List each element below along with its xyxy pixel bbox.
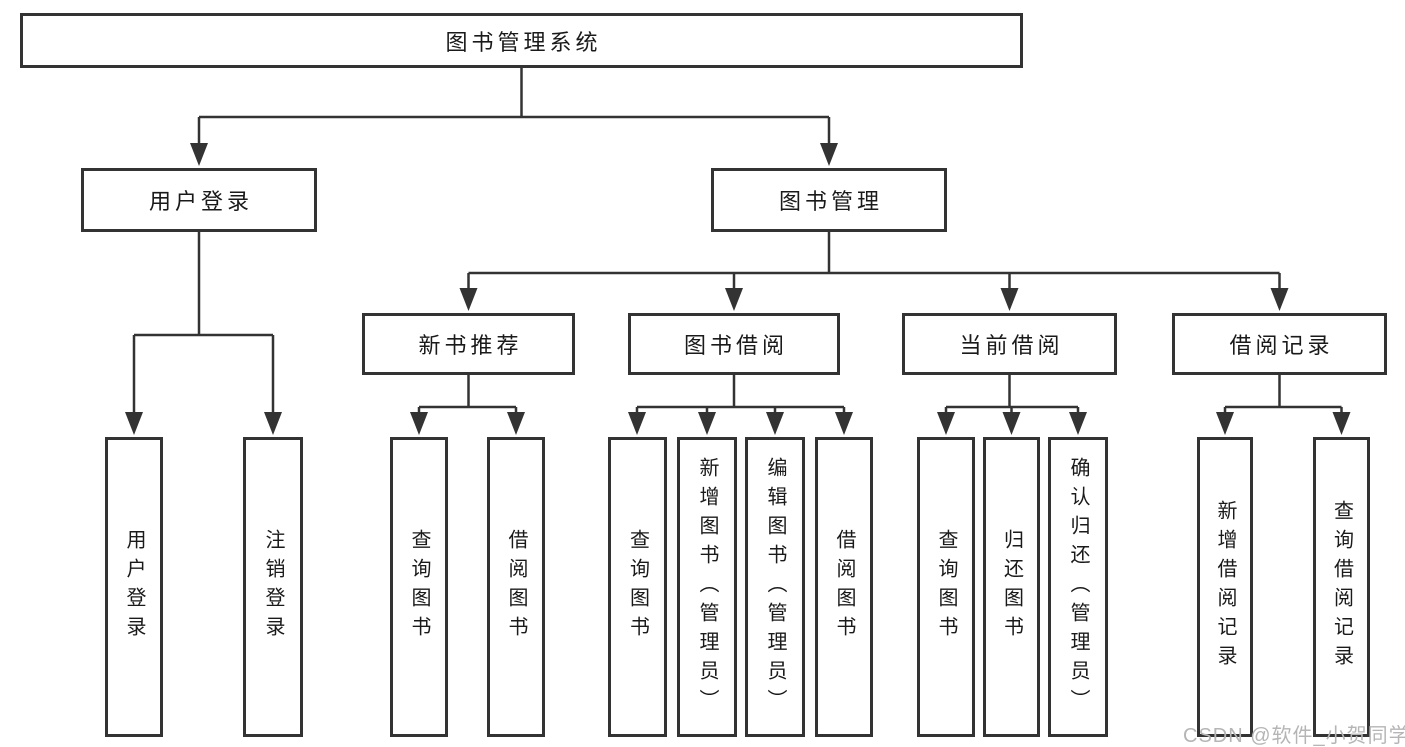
node-label: 用户登录 xyxy=(148,189,253,214)
leaf-query-books-borrow: 查询图书 xyxy=(608,437,667,737)
leaf-label: 注销登录 xyxy=(262,529,284,645)
leaf-label: 新增图书（管理员） xyxy=(696,456,718,718)
leaf-label: 查询图书 xyxy=(935,529,957,645)
leaf-query-borrow-record: 查询借阅记录 xyxy=(1313,437,1370,737)
csdn-watermark: CSDN @软件_小贺同学 xyxy=(1183,725,1405,747)
leaf-label: 新增借阅记录 xyxy=(1214,500,1236,674)
node-label: 图书管理系统 xyxy=(445,29,602,55)
node-current-borrowing: 当前借阅 xyxy=(902,313,1117,375)
node-book-borrowing: 图书借阅 xyxy=(628,313,840,375)
node-label: 图书借阅 xyxy=(683,333,788,358)
leaf-borrow-books-recommend: 借阅图书 xyxy=(487,437,545,737)
leaf-label: 归还图书 xyxy=(1000,529,1023,645)
leaf-query-books-recommend: 查询图书 xyxy=(390,437,448,737)
node-library-management-system: 图书管理系统 xyxy=(20,13,1023,68)
leaf-edit-books-admin: 编辑图书（管理员） xyxy=(745,437,805,737)
leaf-label: 借阅图书 xyxy=(833,529,855,645)
leaf-label: 查询图书 xyxy=(408,529,430,645)
node-label: 新书推荐 xyxy=(418,333,523,358)
leaf-return-books: 归还图书 xyxy=(983,437,1040,737)
leaf-logout: 注销登录 xyxy=(243,437,303,737)
leaf-label: 借阅图书 xyxy=(505,529,527,645)
node-label: 图书管理 xyxy=(778,189,883,214)
leaf-confirm-return-admin: 确认归还（管理员） xyxy=(1048,437,1108,737)
leaf-label: 编辑图书（管理员） xyxy=(764,456,786,718)
node-borrowing-records: 借阅记录 xyxy=(1172,313,1387,375)
leaf-label: 查询图书 xyxy=(626,529,649,645)
leaf-add-borrow-record: 新增借阅记录 xyxy=(1197,437,1253,737)
node-label: 当前借阅 xyxy=(959,333,1064,358)
leaf-query-books-current: 查询图书 xyxy=(917,437,975,737)
node-label: 借阅记录 xyxy=(1229,333,1334,358)
leaf-borrow-books: 借阅图书 xyxy=(815,437,873,737)
node-user-login: 用户登录 xyxy=(81,168,317,232)
leaf-user-login: 用户登录 xyxy=(105,437,163,737)
leaf-label: 确认归还（管理员） xyxy=(1067,456,1089,718)
node-book-management: 图书管理 xyxy=(711,168,947,232)
node-new-book-recommendation: 新书推荐 xyxy=(362,313,575,375)
leaf-label: 用户登录 xyxy=(123,529,145,645)
leaf-add-books-admin: 新增图书（管理员） xyxy=(677,437,737,737)
leaf-label: 查询借阅记录 xyxy=(1330,500,1353,674)
